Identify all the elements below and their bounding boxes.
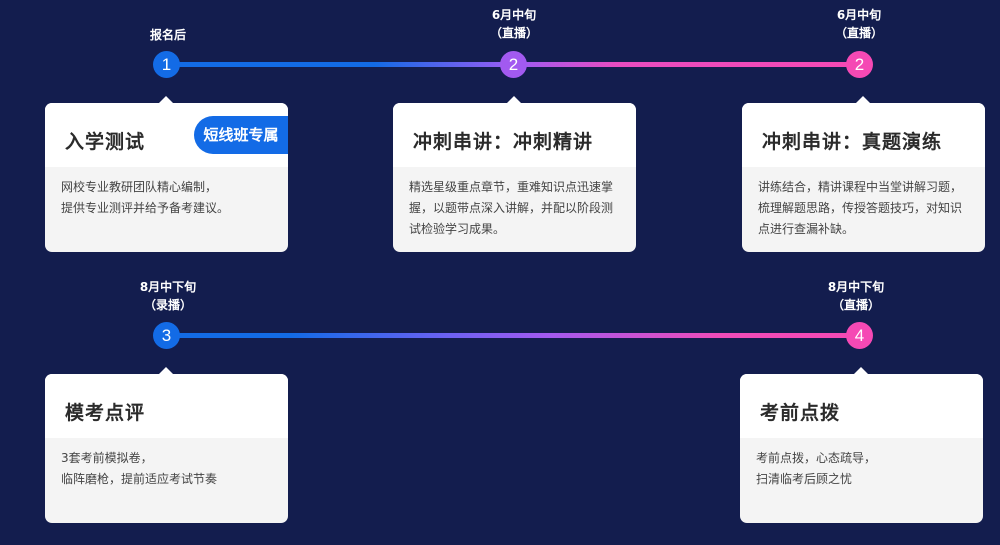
- stage-2-date: 6月中旬 （直播）: [454, 6, 574, 42]
- card-header: 入学测试 短线班专属: [45, 103, 288, 167]
- stage-5-node: 4: [846, 322, 873, 349]
- card-header: 冲刺串讲：真题演练: [742, 103, 985, 167]
- stage-card-mock-review: 模考点评 3套考前模拟卷， 临阵磨枪，提前适应考试节奏: [45, 367, 288, 523]
- desc-line: 试检验学习成果。: [409, 222, 506, 236]
- stage-date-text: 8月中下旬: [139, 280, 197, 294]
- stage-date-text: 报名后: [149, 28, 186, 42]
- desc-line: 扫清临考后顾之忧: [756, 472, 853, 486]
- stage-date-text: 6月中旬: [491, 8, 537, 22]
- desc-line: 点进行查漏补缺。: [758, 222, 855, 236]
- card-title: 冲刺串讲：真题演练: [762, 131, 943, 153]
- desc-line: 梳理解题思路，传授答题技巧，对知识: [758, 201, 963, 215]
- card-description: 3套考前模拟卷， 临阵磨枪，提前适应考试节奏: [45, 438, 285, 490]
- stage-mode-text: （直播）: [489, 26, 538, 40]
- timeline-connector-2: [166, 333, 860, 338]
- stage-card-pre-exam-tips: 考前点拨 考前点拨，心态疏导， 扫清临考后顾之忧: [740, 367, 983, 523]
- stage-3-date: 6月中旬 （直播）: [799, 6, 919, 42]
- desc-line: 握，以题带点深入讲解，并配以阶段测: [409, 201, 614, 215]
- stage-card-real-exam-practice: 冲刺串讲：真题演练 讲练结合，精讲课程中当堂讲解习题， 梳理解题思路，传授答题技…: [742, 96, 985, 252]
- stage-mode-text: （直播）: [834, 26, 883, 40]
- stage-5-date: 8月中下旬 （直播）: [796, 278, 916, 314]
- short-course-badge: 短线班专属: [194, 116, 288, 154]
- desc-line: 精选星级重点章节，重难知识点迅速掌: [409, 180, 614, 194]
- stage-date-text: 6月中旬: [836, 8, 882, 22]
- stage-1-date: 报名后: [108, 26, 228, 44]
- desc-line: 临阵磨枪，提前适应考试节奏: [61, 472, 218, 486]
- card-description: 精选星级重点章节，重难知识点迅速掌 握，以题带点深入讲解，并配以阶段测 试检验学…: [393, 167, 633, 240]
- card-description: 考前点拨，心态疏导， 扫清临考后顾之忧: [740, 438, 980, 490]
- desc-line: 提供专业测评并给予备考建议。: [61, 201, 230, 215]
- card-title: 模考点评: [65, 402, 146, 424]
- stage-mode-text: （录播）: [143, 298, 192, 312]
- card-description: 讲练结合，精讲课程中当堂讲解习题， 梳理解题思路，传授答题技巧，对知识 点进行查…: [742, 167, 982, 240]
- stage-1-node: 1: [153, 51, 180, 78]
- desc-line: 3套考前模拟卷，: [61, 451, 153, 465]
- card-title: 考前点拨: [760, 402, 841, 424]
- stage-mode-text: （直播）: [831, 298, 880, 312]
- desc-line: 讲练结合，精讲课程中当堂讲解习题，: [758, 180, 963, 194]
- card-header: 模考点评: [45, 374, 288, 438]
- stage-card-sprint-lecture: 冲刺串讲：冲刺精讲 精选星级重点章节，重难知识点迅速掌 握，以题带点深入讲解，并…: [393, 96, 636, 252]
- card-description: 网校专业教研团队精心编制， 提供专业测评并给予备考建议。: [45, 167, 285, 219]
- stage-3-node: 2: [846, 51, 873, 78]
- desc-line: 考前点拨，心态疏导，: [756, 451, 877, 465]
- stage-4-node: 3: [153, 322, 180, 349]
- card-title: 入学测试: [65, 131, 146, 153]
- stage-card-entrance-test: 入学测试 短线班专属 网校专业教研团队精心编制， 提供专业测评并给予备考建议。: [45, 96, 288, 252]
- stage-4-date: 8月中下旬 （录播）: [108, 278, 228, 314]
- desc-line: 网校专业教研团队精心编制，: [61, 180, 218, 194]
- card-header: 冲刺串讲：冲刺精讲: [393, 103, 636, 167]
- stage-2-node: 2: [500, 51, 527, 78]
- card-title: 冲刺串讲：冲刺精讲: [413, 131, 594, 153]
- stage-date-text: 8月中下旬: [827, 280, 885, 294]
- card-header: 考前点拨: [740, 374, 983, 438]
